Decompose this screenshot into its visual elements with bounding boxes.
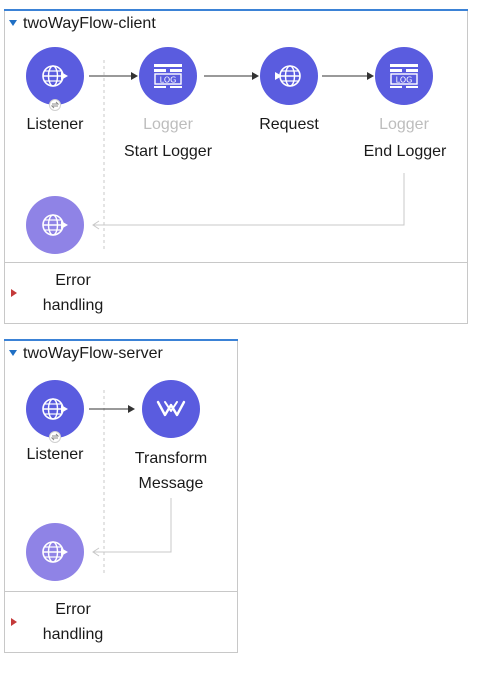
- listener-label: Listener: [26, 116, 84, 133]
- arrowhead-icon: [131, 72, 138, 80]
- end-logger-node[interactable]: LOG: [375, 47, 433, 105]
- log-icon: LOG: [390, 64, 418, 88]
- listener-response-node[interactable]: [26, 523, 84, 581]
- end-logger-name-label: End Logger: [363, 143, 447, 160]
- transform-label-line2: Message: [138, 475, 204, 492]
- flow-title: twoWayFlow-client: [23, 15, 156, 32]
- sync-badge-icon: [49, 99, 61, 111]
- arrowhead-icon: [252, 72, 259, 80]
- error-handling-line2: handling: [42, 297, 104, 314]
- return-arrowhead-icon: [92, 220, 100, 230]
- listener-node[interactable]: [26, 380, 84, 438]
- listener-label: Listener: [26, 446, 84, 463]
- transform-message-label: Transform Message: [121, 446, 221, 496]
- svg-text:LOG: LOG: [160, 76, 177, 85]
- return-path-line: [93, 498, 172, 553]
- globe-request-icon: [275, 65, 301, 87]
- svg-text:LOG: LOG: [396, 76, 413, 85]
- arrowhead-icon: [128, 405, 135, 413]
- error-handling-label: Error handling: [23, 597, 123, 647]
- sync-badge-icon: [49, 431, 61, 443]
- listener-response-node[interactable]: [26, 196, 84, 254]
- collapse-caret-icon[interactable]: [9, 350, 17, 356]
- start-logger-node[interactable]: LOG: [139, 47, 197, 105]
- error-handling-line1: Error: [55, 601, 91, 618]
- globe-listener-icon: [42, 398, 68, 420]
- flow-twowayflow-client: twoWayFlow-client Listener: [4, 9, 468, 324]
- return-arrowhead-icon: [92, 547, 100, 557]
- request-label: Request: [259, 116, 319, 133]
- expand-caret-icon[interactable]: [11, 618, 17, 626]
- expand-caret-icon[interactable]: [11, 289, 17, 297]
- collapse-caret-icon[interactable]: [9, 20, 17, 26]
- globe-response-icon: [42, 541, 68, 563]
- error-handling-line1: Error: [55, 272, 91, 289]
- end-logger-type-label: Logger: [379, 116, 429, 133]
- error-handling-section[interactable]: Error handling: [5, 262, 467, 323]
- flow-header-server[interactable]: twoWayFlow-server: [9, 344, 163, 364]
- flow-title: twoWayFlow-server: [23, 345, 163, 362]
- return-path-line: [93, 173, 405, 226]
- start-logger-name-label: Start Logger: [123, 143, 213, 160]
- error-handling-line2: handling: [42, 626, 104, 643]
- error-handling-section[interactable]: Error handling: [5, 591, 237, 652]
- log-icon: LOG: [154, 64, 182, 88]
- flow-twowayflow-server: twoWayFlow-server Listener Transform Mes…: [4, 339, 238, 653]
- dataweave-icon: [156, 400, 186, 417]
- globe-response-icon: [42, 214, 68, 236]
- globe-listener-icon: [42, 65, 68, 87]
- transform-label-line1: Transform: [134, 450, 208, 467]
- request-node[interactable]: [260, 47, 318, 105]
- start-logger-type-label: Logger: [143, 116, 193, 133]
- transform-message-node[interactable]: [142, 380, 200, 438]
- flow-header-client[interactable]: twoWayFlow-client: [9, 14, 156, 34]
- error-handling-label: Error handling: [23, 268, 123, 318]
- listener-node[interactable]: [26, 47, 84, 105]
- arrowhead-icon: [367, 72, 374, 80]
